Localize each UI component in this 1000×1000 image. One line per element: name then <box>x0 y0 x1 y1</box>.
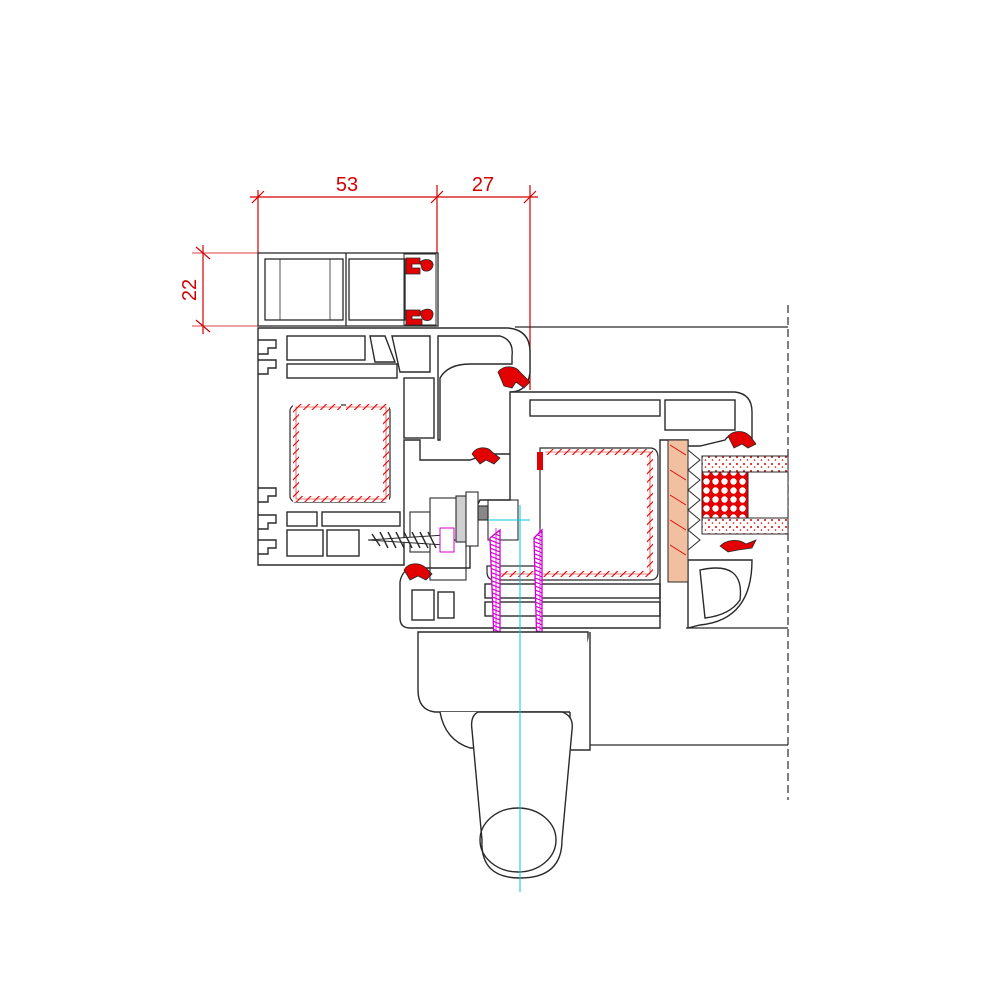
dimension-label-27: 27 <box>472 174 494 196</box>
gasket-top-addon <box>405 257 434 326</box>
gasket-glass-inner <box>719 539 757 553</box>
frame-steel-reinforcement <box>289 404 391 503</box>
dim-tick-4 <box>195 246 211 260</box>
sash-steel-reinforcement <box>486 447 659 581</box>
dim-tick-5 <box>195 319 211 333</box>
frame-profile <box>257 327 531 566</box>
sash-profile <box>399 391 753 629</box>
dimension-label-53: 53 <box>336 174 358 196</box>
gasket-sash-bottom <box>403 563 433 581</box>
gasket-glass-outer <box>727 431 757 449</box>
dim-tick-3 <box>523 190 537 204</box>
frame-fixing-screw <box>367 527 457 553</box>
wall-lines <box>515 305 789 800</box>
gasket-frame-mid <box>471 447 501 465</box>
dim-tick-2 <box>430 190 444 204</box>
insulated-glass-unit <box>701 455 789 535</box>
gasket-frame-top <box>497 366 531 389</box>
gaskets <box>403 366 757 581</box>
dimension-label-22: 22 <box>179 279 201 301</box>
dim-tick-1 <box>251 190 265 204</box>
hardware-plate <box>409 491 519 581</box>
window-handle <box>417 631 591 879</box>
centerlines <box>488 505 530 892</box>
glazing-insulation <box>667 439 701 583</box>
